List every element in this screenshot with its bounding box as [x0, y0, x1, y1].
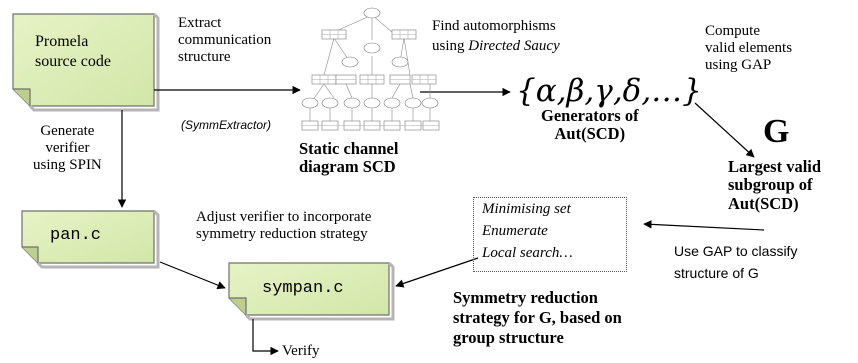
pan-c-label: pan.c	[50, 226, 102, 245]
pan-document-shape	[21, 209, 160, 269]
static-channel-diagram-graphic	[301, 7, 440, 131]
compute-valid-elements-label: Compute valid elements using GAP	[705, 23, 793, 73]
sympan-document-shape	[228, 261, 395, 321]
largest-valid-subgroup-label: Largest valid subgroup of Aut(SCD)	[728, 157, 822, 213]
strategy-options-box: Minimising set Enumerate Local search…	[473, 197, 627, 272]
strategy-enumerate: Enumerate	[482, 223, 548, 239]
adjust-verifier-label: Adjust verifier to incorporate symmetry …	[196, 209, 372, 242]
arrow-verify	[252, 319, 279, 356]
symm-extractor-label: (SymmExtractor)	[181, 118, 271, 132]
generate-verifier-label: Generate verifier using SPIN	[33, 123, 102, 173]
static-channel-diagram-label: Static channel diagram SCD	[299, 139, 399, 177]
arrow-largest-to-strategy	[643, 220, 765, 231]
strategy-local-search: Local search…	[482, 245, 573, 261]
sympan-c-label: sympan.c	[262, 279, 344, 298]
promela-document-shape	[12, 12, 160, 112]
arrow-compute	[694, 102, 755, 158]
generators-set: {α,β,γ,δ,…}	[516, 73, 702, 109]
using-text: using	[432, 38, 469, 54]
using-directed-saucy-label: using Directed Saucy	[432, 38, 560, 55]
promela-source-label: Promela source code	[35, 33, 111, 70]
sympan-c-document: sympan.c	[262, 279, 344, 298]
arrow-pan-to-sympan	[159, 261, 226, 290]
symmetry-strategy-label: Symmetry reduction strategy for G, based…	[453, 288, 622, 347]
directed-saucy-text: Directed Saucy	[468, 38, 560, 54]
group-g-symbol: G	[763, 113, 790, 150]
verify-label: Verify	[282, 343, 320, 359]
find-automorphisms-label: Find automorphisms	[432, 18, 556, 34]
use-gap-classify-label: Use GAP to classify structure of G	[674, 243, 798, 282]
strategy-minimising-set: Minimising set	[482, 201, 571, 217]
generators-caption: Generators of Aut(SCD)	[541, 106, 639, 144]
extract-label: Extract communication structure	[178, 15, 272, 65]
arrow-strategy-to-sympan	[395, 257, 479, 288]
promela-source-document: Promela source code	[35, 32, 111, 72]
pan-c-document: pan.c	[50, 226, 101, 245]
